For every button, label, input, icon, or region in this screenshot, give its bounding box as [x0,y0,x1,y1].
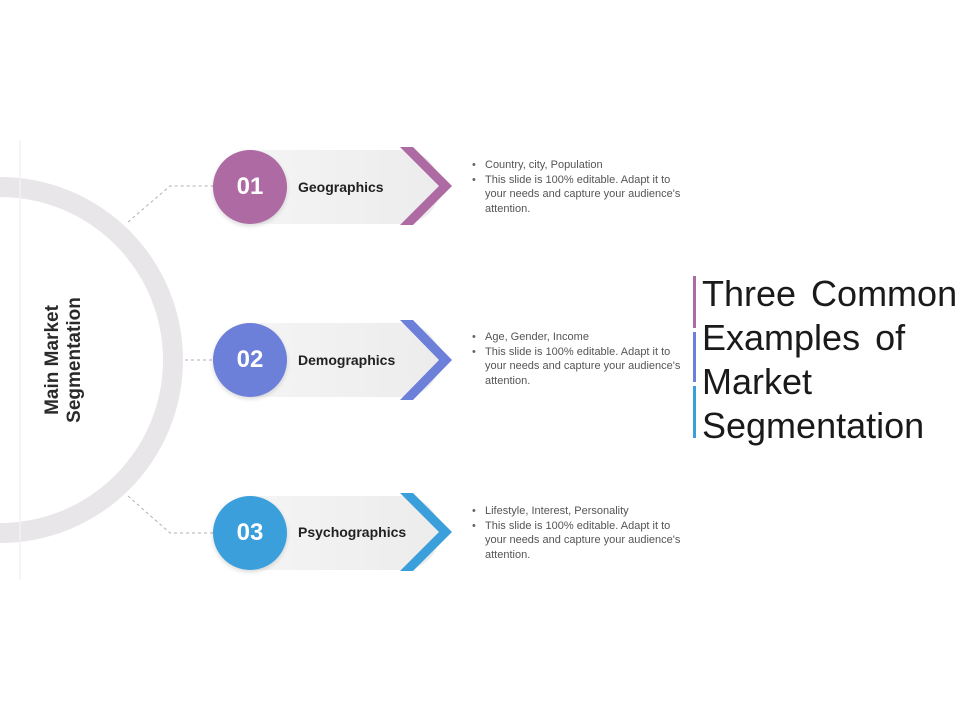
step-circle-03 [213,496,287,570]
connectors [127,185,215,534]
title-line-1: Three Common [702,273,958,314]
bullet-item: This slide is 100% editable. Adapt it to… [472,345,687,389]
main-market-segmentation-label: Main Market Segmentation [42,210,94,510]
step-number-01: 01 [236,173,264,200]
slide-title: Three Common Examples of Market Segmenta… [693,272,960,448]
title-line-4: Segmentation [702,405,925,446]
step-circle-01 [213,150,287,224]
bullet-item: Country, city, Population [472,158,687,173]
step-title-geographics: Geographics [298,179,384,195]
step-title-psychographics: Psychographics [298,524,407,540]
chevron-arrow-02-icon [400,320,452,400]
side-label-line-2: Segmentation [64,297,85,423]
step-number-03: 03 [236,519,264,546]
chevron-arrow-01-icon [400,147,452,225]
step-number-02: 02 [236,346,264,373]
title-accent-bar-purple [693,276,696,328]
step-title-demographics: Demographics [298,352,396,368]
title-accent-bar-cyan [693,386,696,438]
bullet-item: Age, Gender, Income [472,330,687,345]
bullet-item: This slide is 100% editable. Adapt it to… [472,519,687,563]
connector-01 [127,185,215,223]
title-line-2: Examples of [702,317,906,358]
title-accent-bar-blue [693,332,696,382]
chevron-arrow-03-icon [400,493,452,571]
step-description-01: Country, city, Population This slide is … [472,158,687,216]
step-circle-02 [213,323,287,397]
step-description-02: Age, Gender, Income This slide is 100% e… [472,330,687,388]
bullet-item: Lifestyle, Interest, Personality [472,504,687,519]
bullet-item: This slide is 100% editable. Adapt it to… [472,173,687,217]
connector-03 [127,495,215,534]
side-label-line-1: Main Market [42,305,63,415]
step-description-03: Lifestyle, Interest, Personality This sl… [472,504,687,562]
segmentation-arc [0,140,183,580]
title-line-3: Market [702,361,813,402]
